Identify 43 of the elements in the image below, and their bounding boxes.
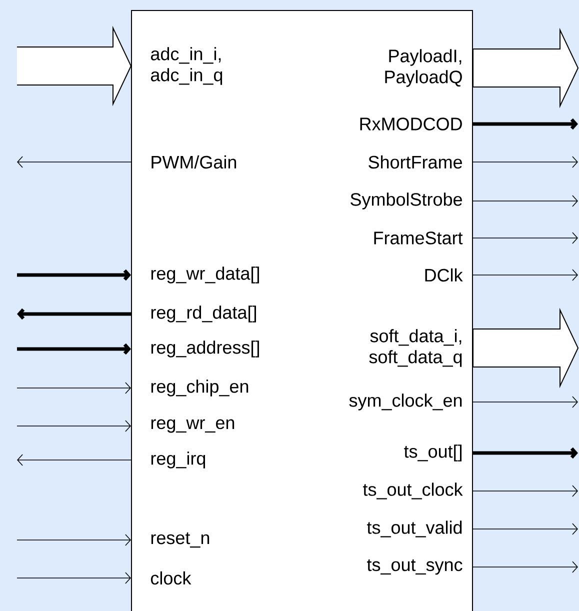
port-label: reg_rd_data[] [151,306,256,322]
port-label: reg_wr_en [151,419,234,433]
arrow [16,572,131,584]
arrow [473,118,578,130]
port-label: PWM/Gain [152,155,236,169]
port-label: ts_out_sync [367,559,462,575]
arrow [472,195,578,207]
port-label: ts_out[] [404,444,462,462]
port-label: adc_in_i, adc_in_q [150,47,222,85]
port-label: DClk [425,268,463,282]
port-label: reset_n [151,532,210,548]
port-label: clock [150,571,192,585]
arrow [472,156,578,168]
port-label: ts_out_valid [367,520,462,538]
port-label: ts_out_clock [363,482,463,500]
port-label: SymbolStrobe [350,192,462,210]
port-label: sym_clock_en [349,394,462,410]
arrow [17,343,131,355]
arrow [16,382,131,394]
arrow [472,396,578,408]
bus-arrow [16,26,132,106]
port-label: PayloadI, PayloadQ [385,49,462,87]
arrow [16,420,131,432]
port-label: reg_irq [151,452,206,468]
port-label: reg_chip_en [151,380,248,396]
port-label: reg_address[] [151,340,259,358]
arrow [17,269,131,281]
port-label: ShortFrame [368,155,462,169]
port-label: reg_wr_data[] [151,266,259,284]
arrow [472,485,578,497]
arrow [16,534,131,546]
port-label: FrameStart [374,232,463,244]
arrow [473,447,578,459]
block-box [131,10,473,611]
arrow [17,156,132,168]
port-label: RxMODCOD [360,118,462,130]
arrow [472,269,578,281]
arrow [472,523,578,535]
arrow [17,308,131,320]
arrow [472,232,578,244]
port-label: soft_data_i, soft_data_q [369,329,462,367]
arrow [472,561,578,573]
arrow [17,454,132,466]
